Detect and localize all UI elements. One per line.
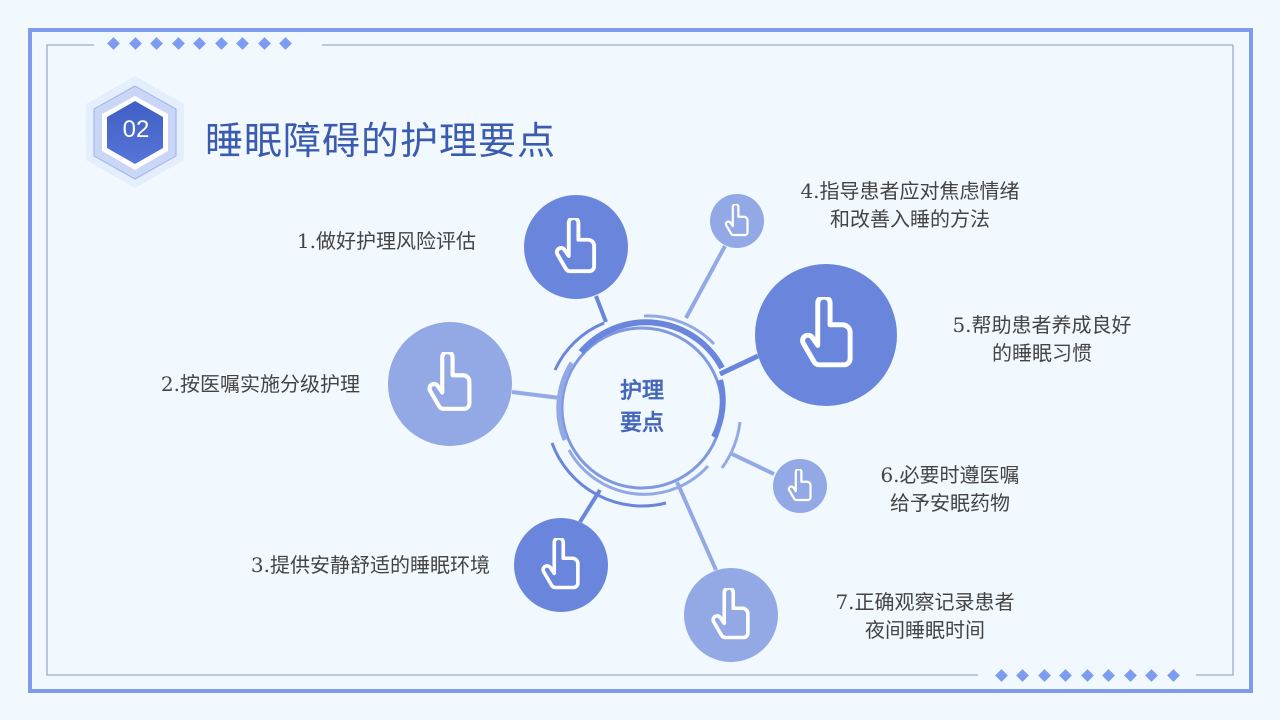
- center-ring: [550, 314, 742, 508]
- item-7-line1: 7.正确观察记录患者: [835, 590, 1015, 614]
- item-7: 7.正确观察记录患者 夜间睡眠时间: [815, 588, 1035, 644]
- node-2[interactable]: [388, 322, 512, 446]
- item-2: 2.按医嘱实施分级护理: [161, 370, 360, 398]
- item-7-line2: 夜间睡眠时间: [865, 618, 985, 642]
- center-label-line2: 要点: [619, 411, 664, 436]
- node-6[interactable]: [773, 459, 827, 513]
- item-1-text: 1.做好护理风险评估: [296, 229, 476, 253]
- item-5-line1: 5.帮助患者养成良好: [952, 313, 1132, 337]
- node-1[interactable]: [524, 195, 628, 299]
- outer-frame: [28, 28, 1253, 693]
- item-1: 1.做好护理风险评估: [297, 227, 476, 255]
- node-5[interactable]: [755, 264, 897, 406]
- inner-frame: [46, 44, 1234, 676]
- item-5: 5.帮助患者养成良好 的睡眠习惯: [930, 311, 1154, 367]
- item-4-line1: 4.指导患者应对焦虑情绪: [800, 179, 1020, 203]
- page-title: 睡眠障碍的护理要点: [205, 119, 557, 163]
- node-7[interactable]: [684, 568, 778, 662]
- top-diamond-row: [107, 37, 292, 50]
- node-3[interactable]: [514, 518, 608, 612]
- item-6-line1: 6.必要时遵医嘱: [880, 463, 1020, 487]
- item-2-text: 2.按医嘱实施分级护理: [160, 372, 360, 396]
- center-label-line1: 护理: [619, 379, 664, 404]
- item-4-line2: 和改善入睡的方法: [830, 207, 990, 231]
- section-number: 02: [122, 116, 150, 143]
- node-4[interactable]: [710, 194, 764, 248]
- item-3: 3.提供安静舒适的睡眠环境: [251, 551, 490, 579]
- section-badge: [86, 76, 184, 188]
- item-6: 6.必要时遵医嘱 给予安眠药物: [860, 461, 1040, 517]
- item-4: 4.指导患者应对焦虑情绪 和改善入睡的方法: [780, 177, 1040, 233]
- item-6-line2: 给予安眠药物: [890, 491, 1010, 515]
- center-label: 护理 要点: [602, 376, 682, 440]
- item-5-line2: 的睡眠习惯: [992, 341, 1092, 365]
- item-3-text: 3.提供安静舒适的睡眠环境: [250, 553, 490, 577]
- bottom-diamond-row: [995, 669, 1180, 682]
